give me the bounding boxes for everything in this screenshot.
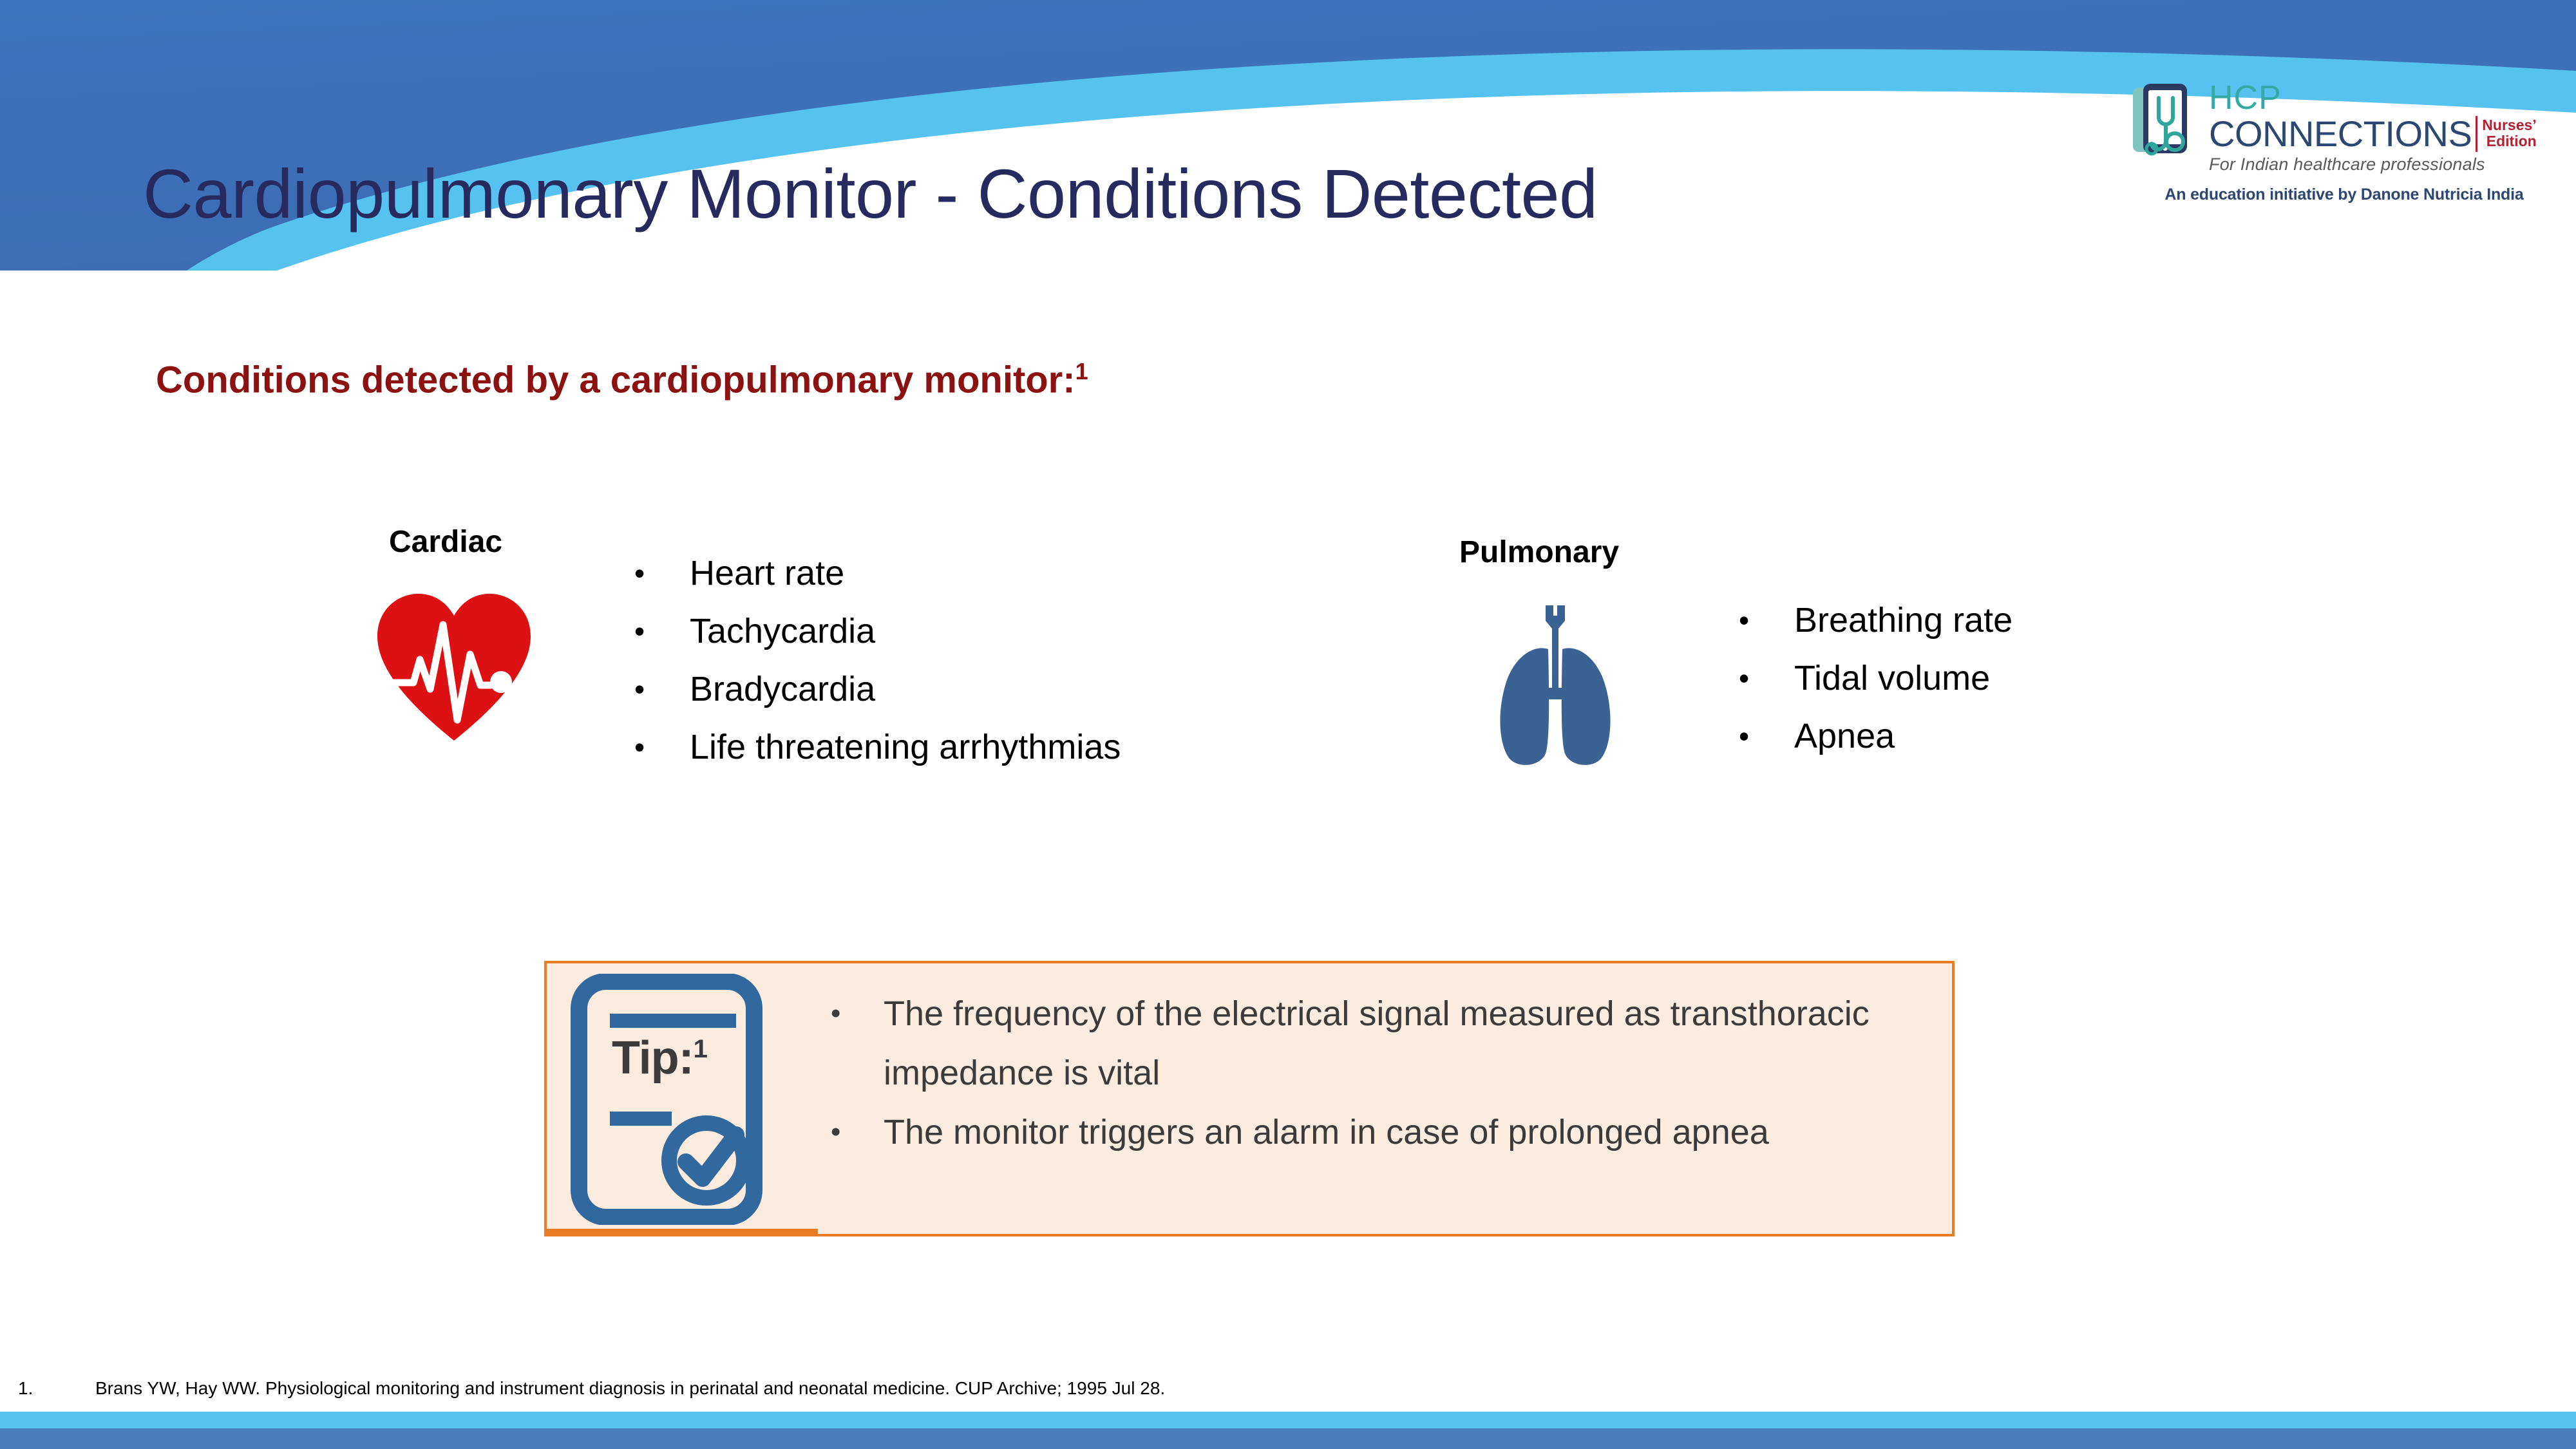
list-item: • Apnea [1739, 707, 2012, 765]
clipboard-check-icon [571, 974, 762, 1225]
subtitle-text: Conditions detected by a cardiopulmonary… [156, 359, 1075, 401]
list-item-label: Tidal volume [1794, 659, 1991, 697]
tip-box-accent-underline [544, 1229, 818, 1236]
cardiac-bullet-list: • Heart rate • Tachycardia • Bradycardia… [634, 544, 1121, 776]
logo-tagline: For Indian healthcare professionals [2209, 155, 2485, 174]
tip-label-superscript: 1 [693, 1035, 708, 1063]
bullet-glyph: • [634, 556, 645, 590]
bullet-glyph: • [831, 998, 841, 1029]
cardiac-heading: Cardiac [389, 525, 503, 559]
logo-connections-text: CONNECTIONS [2209, 113, 2472, 154]
list-item: • The monitor triggers an alarm in case … [831, 1103, 1926, 1162]
tip-label-text: Tip: [612, 1032, 694, 1084]
logo-initiative-text: An education initiative by Danone Nutric… [2164, 185, 2524, 204]
list-item: • Heart rate [634, 544, 1121, 602]
pulmonary-heading: Pulmonary [1459, 535, 1620, 569]
bullet-glyph: • [831, 1116, 841, 1148]
list-item: • Bradycardia [634, 660, 1121, 718]
page-title: Cardiopulmonary Monitor - Conditions Det… [143, 155, 1598, 232]
bullet-glyph: • [634, 672, 645, 706]
list-item: • Tidal volume [1739, 649, 2012, 707]
list-item-label: The frequency of the electrical signal m… [884, 994, 1870, 1092]
footer-bar-light [0, 1412, 2576, 1428]
logo-divider [2476, 116, 2478, 152]
logo-edition-badge: Nurses’ Edition [2482, 116, 2536, 149]
list-item-label: Tachycardia [690, 612, 876, 650]
section-subtitle: Conditions detected by a cardiopulmonary… [156, 358, 1088, 401]
tip-label: Tip:1 [612, 1032, 708, 1084]
subtitle-superscript: 1 [1075, 358, 1088, 384]
lungs-icon [1500, 605, 1611, 765]
list-item-label: Apnea [1794, 717, 1895, 755]
list-item-label: Life threatening arrhythmias [690, 728, 1121, 766]
bullet-glyph: • [1739, 661, 1750, 695]
pulmonary-bullet-list: • Breathing rate • Tidal volume • Apnea [1739, 591, 2012, 765]
footer-bar-dark [0, 1428, 2576, 1449]
bullet-glyph: • [634, 730, 645, 764]
bullet-glyph: • [1739, 603, 1750, 637]
list-item-label: The monitor triggers an alarm in case of… [884, 1113, 1769, 1151]
logo-edition-line1: Nurses’ [2482, 117, 2537, 133]
list-item: • The frequency of the electrical signal… [831, 984, 1926, 1103]
footnote-reference: Brans YW, Hay WW. Physiological monitori… [95, 1378, 1166, 1398]
tablet-stethoscope-icon [2133, 84, 2187, 156]
list-item: • Tachycardia [634, 602, 1121, 660]
logo-edition-line2: Edition [2486, 133, 2537, 149]
heart-ecg-icon [376, 594, 531, 741]
tip-callout-box [544, 961, 1955, 1236]
logo-hcp-text: HCP [2209, 79, 2282, 117]
footnote-number: 1. [18, 1378, 33, 1398]
list-item-label: Bradycardia [690, 670, 876, 708]
list-item: • Life threatening arrhythmias [634, 718, 1121, 776]
list-item-label: Breathing rate [1794, 601, 2013, 639]
bullet-glyph: • [1739, 719, 1750, 753]
list-item-label: Heart rate [690, 554, 845, 592]
list-item: • Breathing rate [1739, 591, 2012, 649]
tip-bullet-list: • The frequency of the electrical signal… [831, 984, 1926, 1162]
hcp-connections-logo: HCP CONNECTIONS Nurses’ Edition For Indi… [2132, 79, 2557, 211]
bullet-glyph: • [634, 614, 645, 648]
